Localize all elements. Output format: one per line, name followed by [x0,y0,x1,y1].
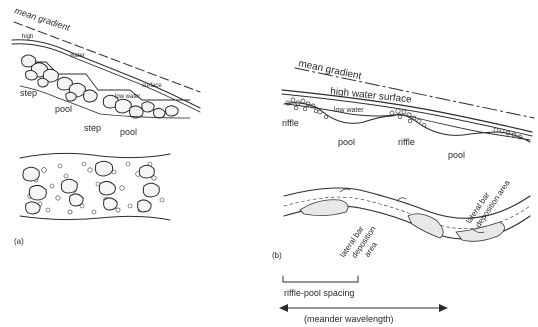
panel-a-pool-label-2: pool [120,127,137,137]
panel-b-lateral-bar-right-label: lateral bar deposition area [464,173,512,231]
panel-a-pool-label-1: pool [55,104,72,114]
meander-wavelength-arrow-right-head [439,304,448,312]
panel-b-riffle-label-1: riffle [282,118,299,128]
panel-b-riffle-pool-profile: mean gradient high water surface low wat… [282,58,534,160]
panel-b-pool-label-1: pool [338,137,355,147]
panel-a-step-label-2: step [84,123,101,133]
panel-a-low-water-label: low water [115,94,140,100]
riffle-pool-spacing-bracket [283,276,358,282]
panel-b-lateral-bar-left-label: lateral bar deposition area [338,219,386,270]
panel-a-plan-bank-top [20,153,170,158]
panel-b-riffle-label-2: riffle [398,137,415,147]
panel-b-pool-label-2: pool [448,150,465,160]
panel-b-high-water-surface-label: high water surface [330,86,413,106]
panel-b-letter: (b) [272,251,282,260]
panel-a-boulders-step-1 [22,55,59,87]
panel-b-mean-gradient-label: mean gradient [297,58,362,82]
panel-b-lateral-bar-left [300,200,348,216]
panel-a-surface-label: surface [142,83,162,89]
panel-b-low-water-label: low water [334,107,364,114]
panel-b-meander-plan: lateral bar deposition area lateral bar … [272,173,530,271]
panel-a-water-label: water [69,53,85,59]
meander-wavelength-arrow-left-head [279,304,288,312]
panel-a-plan-view: (a) [14,153,170,246]
panel-a-plan-boulders [23,161,159,214]
riffle-pool-spacing-label: riffle-pool spacing [284,288,354,298]
panel-b-bar-marks [340,189,484,233]
panel-a-step-label-1: step [20,88,37,98]
panel-a-letter: (a) [14,237,24,246]
panel-a-plan-bank-bottom [20,216,170,220]
panel-a-step-pool-profile: mean gradient high water surface low wat… [12,5,200,137]
panel-a-high-label: high [22,34,33,40]
panel-a-mean-gradient-label: mean gradient [13,5,71,32]
panel-b-lateral-bar-mid [408,214,443,238]
panel-b-scales: riffle-pool spacing (meander wavelength) [279,276,448,324]
meander-wavelength-label: (meander wavelength) [304,314,394,324]
